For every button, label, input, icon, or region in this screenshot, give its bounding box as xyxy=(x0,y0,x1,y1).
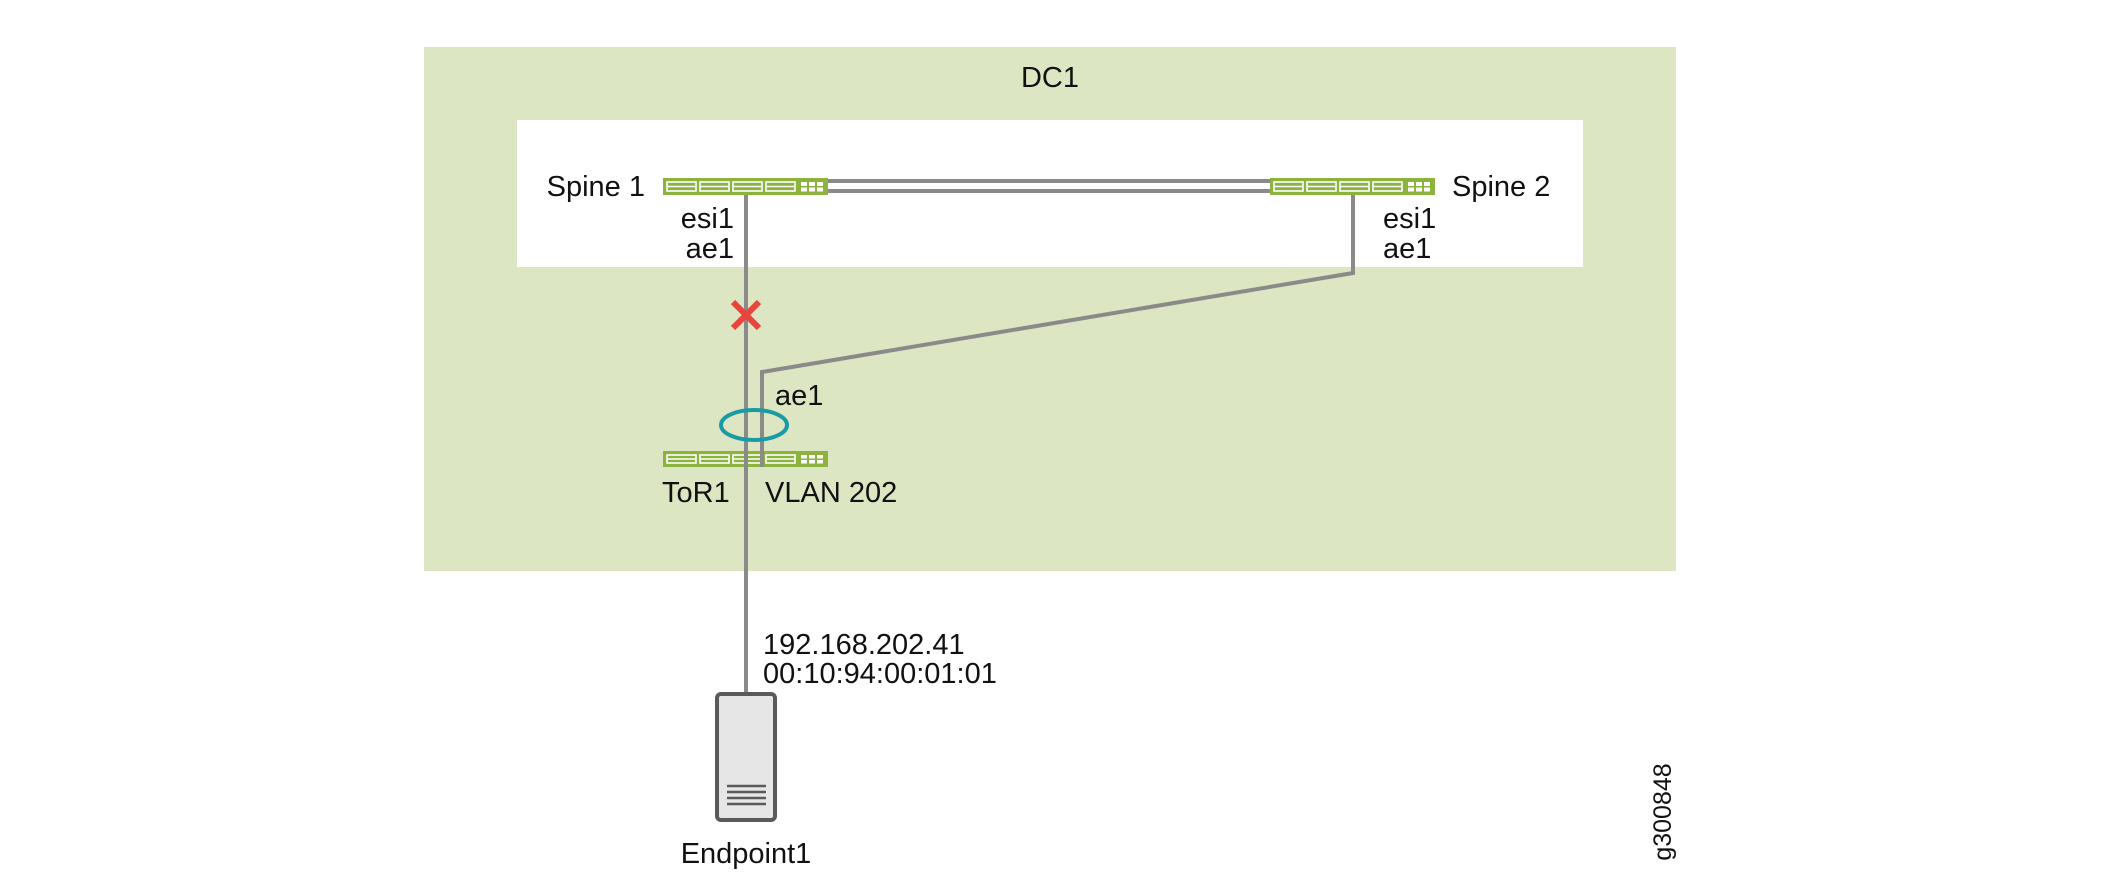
spine2-esi-label: esi1 xyxy=(1383,203,1436,235)
endpoint1-ip-label: 192.168.202.41 xyxy=(763,629,965,661)
tor1-label: ToR1 xyxy=(662,477,730,509)
spine2-label: Spine 2 xyxy=(1452,171,1550,203)
lag-ring-icon xyxy=(719,408,789,442)
spine-interconnect-link xyxy=(826,179,1272,193)
spine1-esi-label: esi1 xyxy=(681,203,734,235)
spine1-label: Spine 1 xyxy=(547,171,645,203)
endpoint1-server-icon xyxy=(715,692,777,822)
dc1-label: DC1 xyxy=(1021,62,1079,94)
spine2-switch-icon xyxy=(1270,178,1435,195)
endpoint1-mac-label: 00:10:94:00:01:01 xyxy=(763,658,997,690)
tor1-vlan-label: VLAN 202 xyxy=(765,477,897,509)
tor1-lag-label: ae1 xyxy=(775,380,823,412)
spine2-interface-label: ae1 xyxy=(1383,233,1431,265)
link-failure-x-icon xyxy=(730,299,762,331)
figure-id: g300848 xyxy=(1649,763,1677,860)
endpoint1-label: Endpoint1 xyxy=(681,838,812,870)
spine1-switch-icon xyxy=(663,178,828,195)
spine1-interface-label: ae1 xyxy=(686,233,734,265)
